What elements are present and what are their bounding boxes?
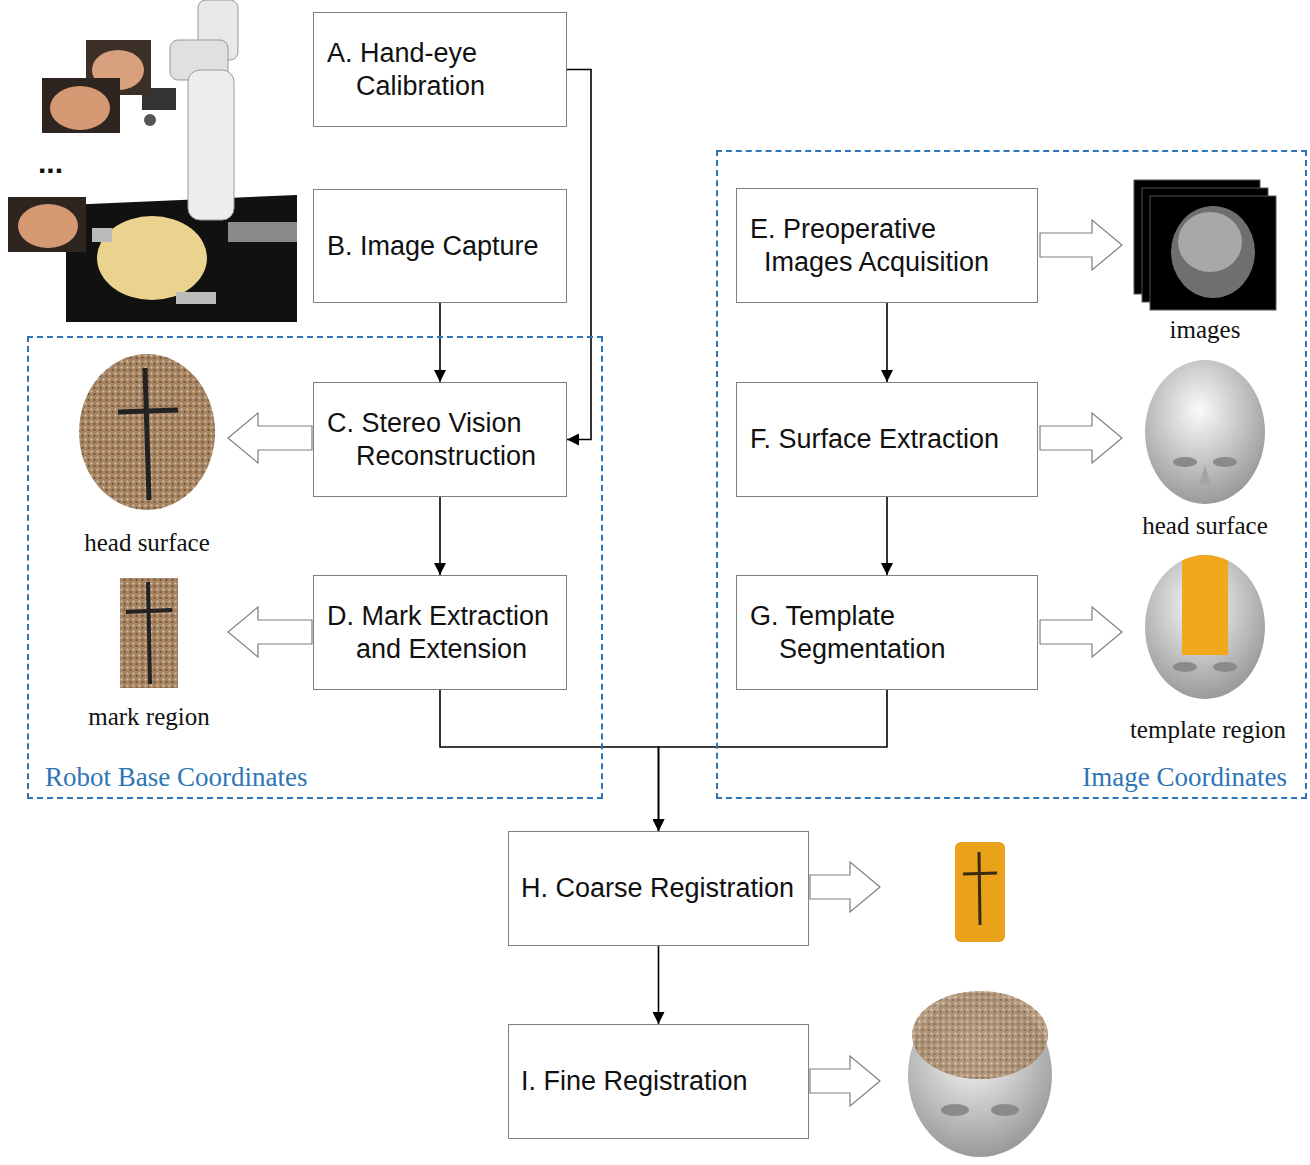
box-label: D. Mark Extraction and Extension: [327, 600, 560, 665]
region-label: Image Coordinates: [1082, 762, 1287, 793]
box-text-group: I. Fine Registration: [521, 1065, 802, 1097]
mri-head: [1171, 206, 1255, 298]
process-box: F. Surface Extraction: [736, 382, 1038, 497]
process-box: H. Coarse Registration: [508, 831, 809, 946]
flow-connector: [439, 497, 441, 575]
cross-mark: [118, 410, 178, 412]
process-box: C. Stereo Vision Reconstruction: [313, 382, 567, 497]
head-photo: [42, 78, 120, 133]
cross-mark: [148, 582, 150, 684]
box-text-group: G. Template Segmentation: [750, 600, 1031, 665]
process-box: B. Image Capture: [313, 189, 567, 303]
head-nose: [1199, 465, 1211, 485]
head-eye: [1173, 457, 1197, 467]
box-text-group: B. Image Capture: [327, 230, 560, 262]
region-label: Robot Base Coordinates: [45, 762, 307, 793]
fine-result-cloud: [912, 991, 1048, 1079]
flow-connector: [886, 497, 888, 575]
head-clamp: [176, 292, 216, 304]
cross-mark: [963, 873, 997, 874]
output-arrow: [1040, 220, 1122, 270]
cross-mark: [126, 610, 172, 612]
flow-connector: [658, 946, 660, 1024]
template-band: [1182, 555, 1228, 655]
mri-slice: [1150, 196, 1276, 310]
process-box: E. Preoperative Images Acquisition: [736, 188, 1038, 303]
box-text-group: A. Hand-eye Calibration: [327, 37, 560, 102]
flow-connector: [439, 303, 441, 382]
output-arrow: [810, 862, 880, 912]
mark-region-image: [120, 578, 178, 688]
box-label: B. Image Capture: [327, 230, 560, 262]
output-arrow: [810, 1056, 880, 1106]
box-label: I. Fine Registration: [521, 1065, 802, 1097]
box-text-group: C. Stereo Vision Reconstruction: [327, 407, 560, 472]
head-photo: [18, 204, 78, 248]
head-photo: [8, 197, 86, 252]
robot-camera: [144, 114, 156, 126]
process-box: D. Mark Extraction and Extension: [313, 575, 567, 690]
caption-label: template region: [1078, 716, 1310, 744]
head-photo: [50, 86, 110, 130]
caption-label: mark region: [19, 703, 279, 731]
cross-mark: [979, 852, 980, 925]
head-clamp: [92, 228, 112, 242]
photo-background: [66, 195, 297, 322]
head-eye: [1213, 457, 1237, 467]
output-arrow: [1040, 607, 1122, 657]
head-phantom: [97, 216, 207, 300]
caption-label: head surface: [1075, 512, 1310, 540]
box-label: E. Preoperative Images Acquisition: [750, 213, 1003, 278]
output-arrow: [228, 607, 312, 657]
box-text-group: F. Surface Extraction: [750, 423, 1031, 455]
box-label: F. Surface Extraction: [750, 423, 1031, 455]
box-text-group: E. Preoperative Images Acquisition: [750, 213, 1003, 278]
flow-connector: [440, 690, 659, 831]
cross-mark: [145, 368, 149, 500]
coarse-result: [955, 842, 1005, 942]
output-arrow: [1040, 413, 1122, 463]
flow-connector: [886, 303, 888, 382]
box-label: C. Stereo Vision Reconstruction: [327, 407, 560, 472]
box-label: A. Hand-eye Calibration: [327, 37, 560, 102]
surface-head: [1145, 360, 1265, 504]
flow-connector: [659, 690, 888, 831]
mri-brain: [1178, 212, 1242, 272]
head-eye: [991, 1104, 1019, 1116]
box-label: G. Template Segmentation: [750, 600, 1031, 665]
head-eye: [941, 1104, 969, 1116]
process-box: I. Fine Registration: [508, 1024, 809, 1139]
robot-arm: [188, 70, 234, 220]
output-arrow: [228, 413, 312, 463]
head-eye: [1173, 662, 1197, 672]
template-head: [1145, 555, 1265, 699]
robot-rail: [228, 222, 297, 242]
process-box: G. Template Segmentation: [736, 575, 1038, 690]
coordinate-region: Image Coordinates E. Preoperative Images …: [716, 150, 1307, 799]
process-box: A. Hand-eye Calibration: [313, 12, 567, 127]
box-text-group: D. Mark Extraction and Extension: [327, 600, 560, 665]
box-label: H. Coarse Registration: [521, 872, 802, 904]
caption-label: images: [1075, 316, 1310, 344]
flow-connector: [567, 70, 591, 440]
caption-label: head surface: [17, 529, 277, 557]
ellipsis-mark: ...: [38, 146, 63, 180]
head-eye: [1213, 662, 1237, 672]
box-text-group: H. Coarse Registration: [521, 872, 802, 904]
point-cloud-head: [79, 354, 215, 510]
